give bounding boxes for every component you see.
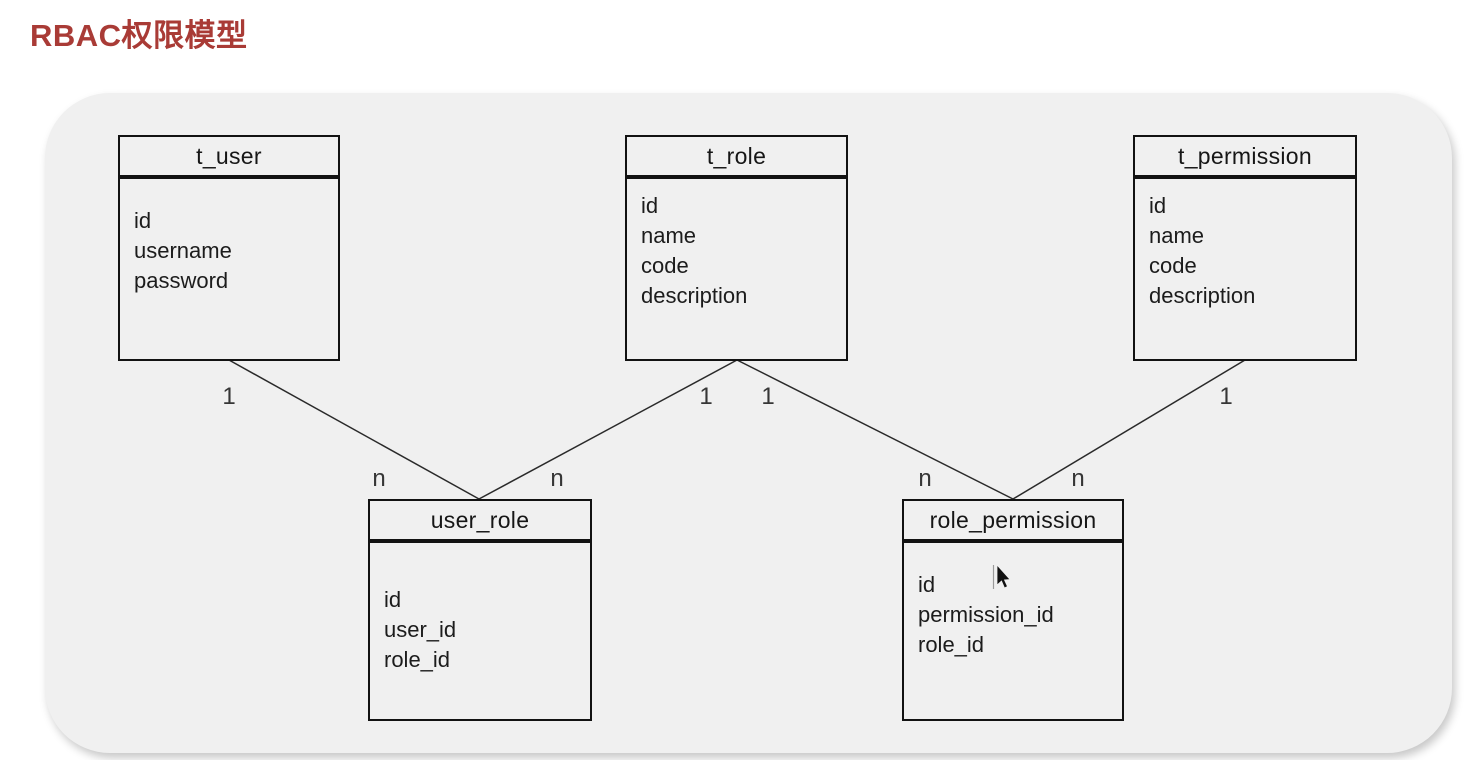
cardinality-label-trole-1-left: 1 xyxy=(699,383,713,410)
cardinality-label-trole-1-right: 1 xyxy=(761,383,775,410)
entity-field: description xyxy=(1149,283,1256,308)
entity-field: description xyxy=(641,283,748,308)
entity-user-role: user_role id user_id role_id xyxy=(368,499,592,721)
entity-field: id xyxy=(1149,193,1167,218)
entity-title: role_permission xyxy=(904,501,1122,543)
entity-t-user: t_user id username password xyxy=(118,135,340,361)
entity-role-permission: role_permission id permission_id role_id xyxy=(902,499,1124,721)
entity-title: t_role xyxy=(627,137,846,179)
cardinality-label-roleperm-n-left: n xyxy=(918,465,932,492)
entity-field: user_id xyxy=(384,617,457,642)
entity-t-role: t_role id name code description xyxy=(625,135,848,361)
cardinality-label-tuser-1: 1 xyxy=(222,383,236,410)
entity-field: name xyxy=(641,223,697,248)
entity-fields: id name code description xyxy=(1135,179,1355,311)
entity-field: role_id xyxy=(384,647,451,672)
entity-field: code xyxy=(641,253,689,278)
entity-title: t_permission xyxy=(1135,137,1355,179)
entity-field: username xyxy=(134,238,232,263)
entity-field: permission_id xyxy=(918,602,1054,627)
cardinality-label-roleperm-n-right: n xyxy=(1071,465,1085,492)
entity-field: id xyxy=(641,193,659,218)
entity-fields: id name code description xyxy=(627,179,846,311)
entity-field: name xyxy=(1149,223,1205,248)
entity-field: id xyxy=(134,208,152,233)
entity-fields: id user_id role_id xyxy=(370,543,590,675)
entity-field: code xyxy=(1149,253,1197,278)
entity-field: id xyxy=(384,587,402,612)
cardinality-label-userrole-n-left: n xyxy=(372,465,386,492)
entity-fields: id permission_id role_id xyxy=(904,543,1122,660)
entity-t-permission: t_permission id name code description xyxy=(1133,135,1357,361)
cardinality-label-userrole-n-right: n xyxy=(550,465,564,492)
mouse-cursor-icon xyxy=(992,563,1011,589)
page-title: RBAC权限模型 xyxy=(30,18,248,53)
entity-field: id xyxy=(918,572,936,597)
entity-field: password xyxy=(134,268,229,293)
entity-field: role_id xyxy=(918,632,985,657)
entity-fields: id username password xyxy=(120,179,338,296)
entity-title: t_user xyxy=(120,137,338,179)
entity-title: user_role xyxy=(370,501,590,543)
cardinality-label-tpermission-1: 1 xyxy=(1219,383,1233,410)
